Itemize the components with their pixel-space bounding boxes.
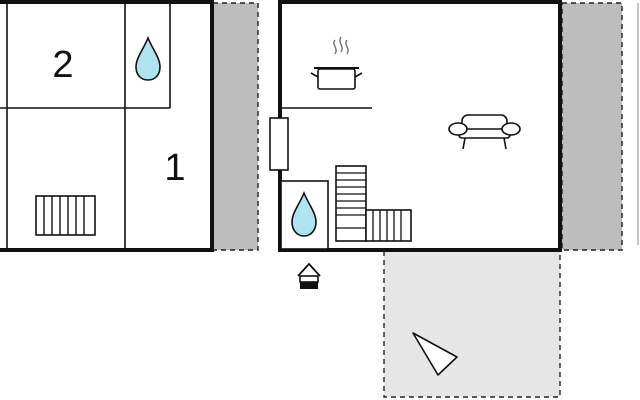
radiator-icon [35,195,96,236]
sofa-icon [448,114,521,150]
stairs-icon [335,165,367,242]
room-label-living: 1 [164,147,185,189]
left-balcony [213,3,258,250]
water-drop-icon [291,190,317,237]
radiator-icon [365,209,412,242]
cooking-pot-icon [310,36,363,90]
water-drop-icon [135,35,161,81]
entrance-icon [297,262,321,289]
left-outer-wall [0,0,214,252]
sun-lounger-icon [412,332,458,376]
right-building [269,0,623,398]
right-balcony [562,3,622,250]
window [269,117,289,171]
terrace [383,250,561,398]
room-label-bedroom: 2 [52,44,73,86]
left-building: 2 1 [0,0,259,252]
